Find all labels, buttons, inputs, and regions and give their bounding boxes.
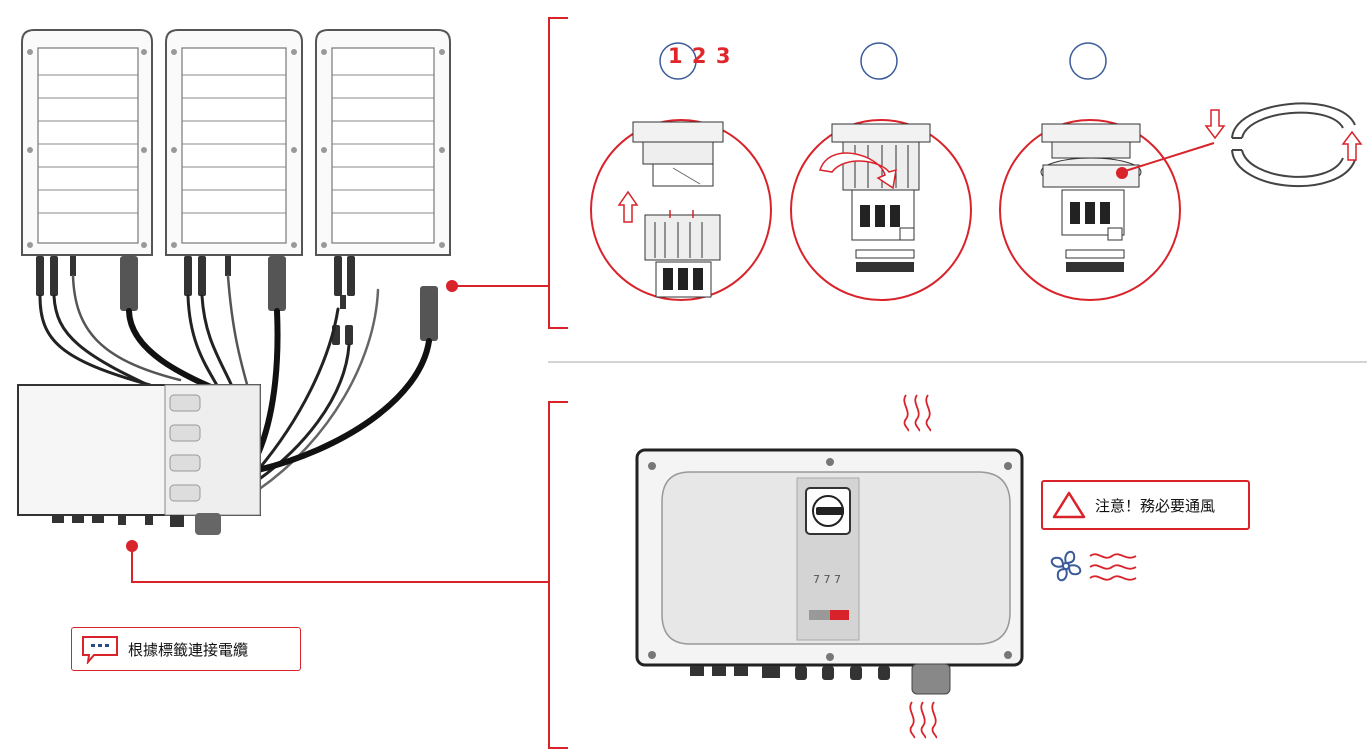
- airflow-icon: [1089, 553, 1137, 581]
- inverter-unit-3: [315, 29, 451, 256]
- split-ring-icon: [1231, 102, 1356, 188]
- speech-bubble-icon: [82, 636, 118, 664]
- step-3-illustration: [999, 119, 1215, 301]
- connection-unit: [17, 384, 261, 535]
- ventilation-warning-callout: 注意！務必要通風: [1041, 480, 1250, 530]
- inverter-unit-2: [165, 29, 303, 256]
- step-circle-1: [659, 42, 697, 80]
- heat-wave-top-icon: [903, 394, 932, 432]
- svg-text:7 7 7: 7 7 7: [813, 573, 841, 586]
- step-2-illustration: [790, 119, 972, 301]
- step-1-illustration: [590, 119, 772, 301]
- arrow-up-icon: [1341, 130, 1363, 161]
- arrow-down-icon: [1204, 109, 1226, 140]
- cable-label-note-callout: 根據標籤連接電纜: [71, 627, 301, 671]
- inverter-unit-1: [21, 29, 153, 256]
- warning-text: 注意！務必要通風: [1095, 496, 1216, 515]
- warning-triangle-icon: [1052, 491, 1086, 519]
- inverter-front: 7 7 7: [635, 448, 1024, 695]
- step-circle-2: [860, 42, 898, 80]
- leader-lines: [131, 17, 568, 749]
- note-text: 根據標籤連接電纜: [128, 640, 249, 659]
- inverter-connectors: [36, 256, 438, 345]
- leader-dot-top: [446, 280, 458, 292]
- leader-dot-bottom: [126, 540, 138, 552]
- fan-icon: [1050, 550, 1082, 582]
- step-circle-3: [1069, 42, 1107, 80]
- heat-wave-bottom-icon: [909, 701, 938, 739]
- step-numbers: 1 2 3: [668, 44, 732, 68]
